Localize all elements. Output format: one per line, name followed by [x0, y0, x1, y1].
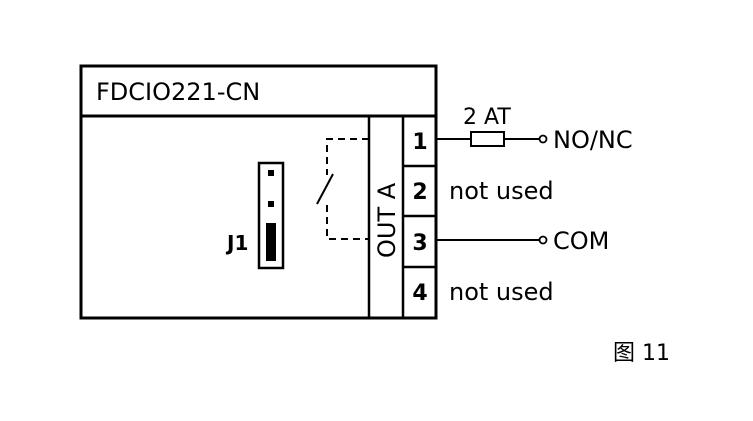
relay-switch-contact: [316, 173, 334, 205]
jumper-body: [257, 161, 285, 270]
jumper-pin-top: [268, 170, 274, 176]
terminal-number-4: 4: [412, 281, 427, 306]
terminal-number-2: 2: [412, 180, 427, 205]
figure-caption: 图 11: [613, 341, 670, 366]
terminal-3-endpoint: [538, 235, 548, 245]
terminal-4-label: not used: [449, 278, 554, 306]
relay-dashed-bottom: [326, 205, 369, 240]
fuse-label: 2 AT: [463, 105, 511, 130]
fuse: [470, 131, 505, 147]
terminal-number-1: 1: [412, 130, 427, 155]
terminal-2-label: not used: [449, 177, 554, 205]
output-label: OUT A: [373, 182, 401, 258]
terminal-3-label: COM: [553, 227, 609, 255]
relay-dashed-top: [326, 138, 369, 175]
terminal-number-3: 3: [412, 231, 427, 256]
terminal-1-label: NO/NC: [553, 126, 633, 154]
jumper-pin-mid: [268, 201, 274, 207]
module-title: FDCIO221-CN: [96, 78, 260, 106]
jumper-bridge: [266, 223, 276, 261]
terminal-1-endpoint: [538, 134, 548, 144]
jumper-label: J1: [225, 231, 248, 255]
module-outline: [79, 64, 438, 320]
